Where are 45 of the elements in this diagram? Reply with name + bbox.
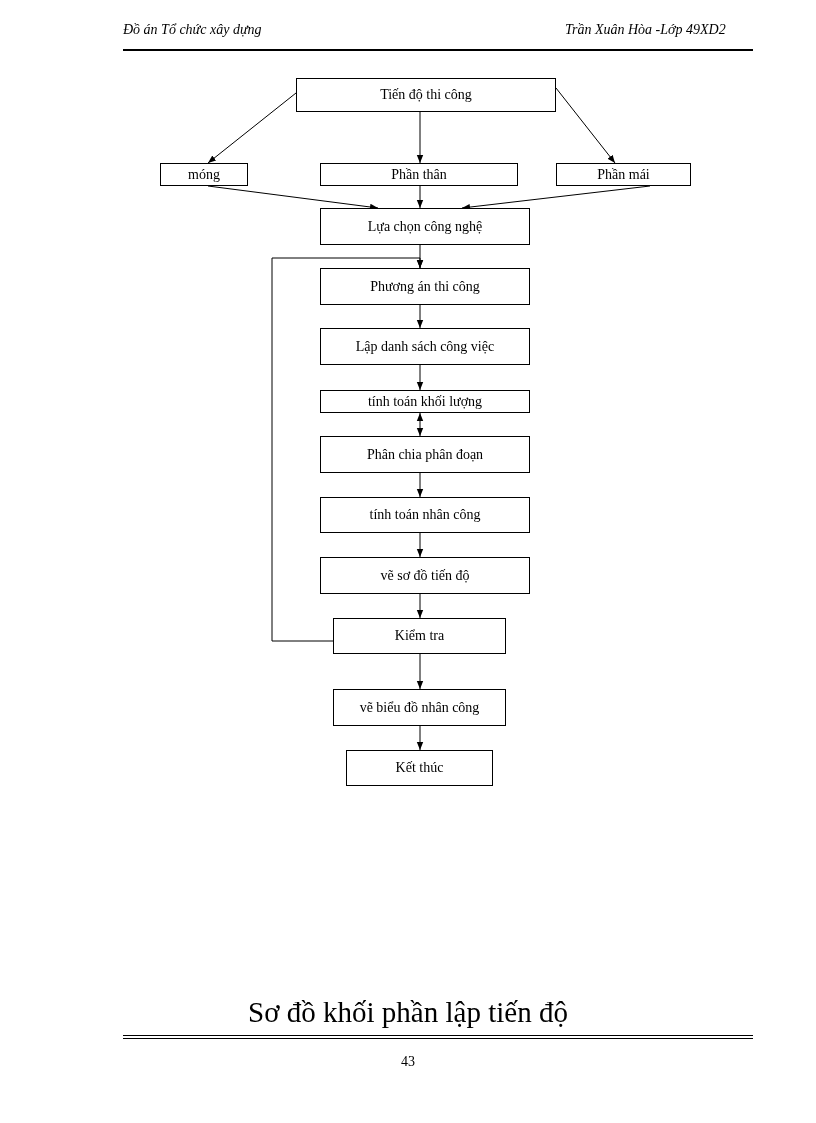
- arrow: [416, 472, 424, 498]
- process-box: [320, 390, 530, 413]
- process-box: [320, 268, 530, 305]
- arrow: [416, 304, 424, 329]
- arrow: [416, 412, 424, 437]
- arrow: [416, 364, 424, 391]
- arrow: [416, 111, 424, 164]
- process-box: [556, 163, 691, 186]
- box-label: Kết thúc: [395, 760, 444, 776]
- process-box: [320, 436, 530, 473]
- process-box: [320, 163, 518, 186]
- process-box: [296, 78, 556, 112]
- arrow: [416, 532, 424, 558]
- diagram-title: Sơ đồ khối phần lập tiến độ: [247, 996, 569, 1029]
- header-text: Trần Xuân Hòa -Lớp 49XD2: [565, 22, 726, 38]
- process-box: [320, 557, 530, 594]
- box-label: Phần thân: [391, 166, 447, 183]
- process-box: [320, 208, 530, 245]
- box-label: Lập danh sách công việc: [355, 338, 495, 355]
- box-label: vẽ biểu đồ nhân công: [359, 699, 480, 716]
- box-label: Phần mái: [597, 166, 650, 183]
- arrow: [555, 87, 616, 164]
- header-text: Đồ án Tổ chức xây dựng: [123, 22, 262, 38]
- arrow: [271, 257, 424, 642]
- box-label: Phân chia phân đoạn: [366, 446, 484, 463]
- process-box: [333, 689, 506, 726]
- arrow: [416, 725, 424, 751]
- arrow: [207, 92, 297, 164]
- page-number: 43: [400, 1054, 416, 1070]
- process-box: [346, 750, 493, 786]
- box-label: tính toán nhân công: [369, 507, 481, 523]
- box-label: móng: [188, 166, 220, 183]
- arrow: [416, 593, 424, 619]
- process-box: [333, 618, 506, 654]
- box-label: Tiến độ thi công: [380, 87, 472, 103]
- arrow: [416, 185, 424, 209]
- process-box: [320, 328, 530, 365]
- box-label: Kiểm tra: [394, 628, 445, 644]
- box-label: vẽ sơ đồ tiến độ: [380, 567, 470, 584]
- process-box: [160, 163, 248, 186]
- process-box: [320, 497, 530, 533]
- box-label: tính toán khối lượng: [367, 393, 483, 410]
- box-label: Lựa chọn công nghệ: [367, 218, 483, 235]
- box-label: Phương án thi công: [370, 278, 480, 295]
- arrow: [416, 653, 424, 690]
